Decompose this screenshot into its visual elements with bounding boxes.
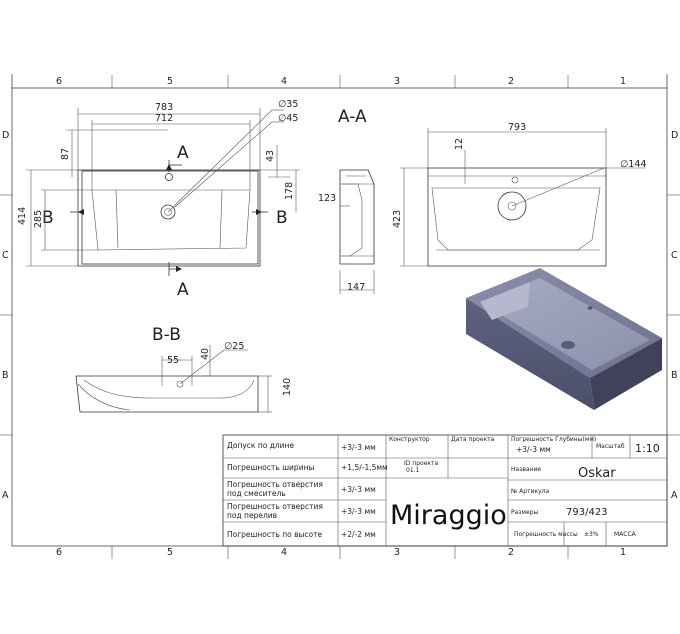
article-label: № Артикула: [511, 488, 549, 495]
depth-tol-label: Погрешность Глубины(мм): [511, 436, 596, 443]
grid-row-label: C: [671, 250, 678, 261]
grid-row-label: A: [671, 490, 678, 501]
grid-row-label: B: [671, 370, 678, 381]
grid-col-label: 1: [620, 76, 626, 87]
front-outline: [427, 167, 607, 267]
designer-label: Конструктор: [389, 436, 430, 443]
dim-140: 140: [282, 378, 293, 396]
dim-783: 783: [155, 102, 173, 113]
tol-mixer-value: +3/-3 мм: [341, 485, 376, 494]
section-bb-title: B-B: [152, 325, 181, 345]
dim-712: 712: [155, 113, 173, 124]
dim-285: 285: [33, 210, 44, 228]
section-aa-title: A-A: [338, 107, 367, 127]
grid-column-labels-bottom: 6 5 4 3 2 1: [56, 547, 626, 558]
dim-12: 12: [454, 138, 465, 150]
project-id-label: ID проекта: [404, 460, 439, 467]
basin-outline: [77, 169, 261, 267]
grid-col-label: 2: [508, 76, 514, 87]
size-label: Размеры: [511, 509, 539, 516]
dim-87: 87: [60, 148, 71, 160]
size-value: 793/423: [566, 507, 608, 518]
name-label: Название: [511, 466, 541, 473]
tol-mixer-label-1: Погрешность отверстия: [227, 480, 323, 489]
section-b-left-label: B: [42, 208, 54, 228]
grid-col-label: 4: [281, 76, 287, 87]
section-b-right-label: B: [276, 208, 288, 228]
tol-width-label: Погрешность ширины: [227, 463, 314, 472]
side-view: A-A 123 147: [318, 107, 375, 294]
dim-147: 147: [347, 282, 365, 293]
depth-tol-value: +3/-3 мм: [516, 445, 551, 454]
grid-col-label: 6: [56, 76, 62, 87]
dim-123: 123: [318, 193, 336, 204]
tol-width-value: +1,5/-1,5мм: [341, 463, 388, 472]
grid-col-label: 5: [167, 547, 173, 558]
section-bb-view: B-B 55 40 ∅25 140: [75, 325, 293, 413]
mass-label: МАССА: [614, 531, 637, 538]
scale-value: 1:10: [635, 442, 660, 455]
project-date-label: Дата проекта: [451, 436, 495, 443]
dim-43: 43: [265, 150, 276, 162]
grid-col-label: 1: [620, 547, 626, 558]
grid-col-label: 3: [394, 547, 400, 558]
dim-423: 423: [392, 210, 403, 228]
section-a-bottom-label: A: [177, 280, 189, 300]
section-aa-view: 793 12 ∅144 423: [392, 122, 646, 267]
grid-row-label: D: [2, 130, 9, 141]
dim-d144: ∅144: [620, 159, 646, 170]
dim-d45: ∅45: [278, 113, 298, 124]
dim-793: 793: [508, 122, 526, 133]
drain-circle: [497, 191, 527, 221]
brand-logo: Miraggio: [390, 500, 507, 531]
mass-tol-label: Погрешность массы: [514, 531, 578, 538]
scale-label: Масштаб: [596, 443, 625, 450]
grid-col-label: 6: [56, 547, 62, 558]
basin-3d-render: [466, 268, 662, 410]
section-a-top-label: A: [177, 143, 189, 163]
dim-414: 414: [17, 207, 28, 225]
grid-col-label: 3: [394, 76, 400, 87]
project-id-value: 01.1: [406, 467, 420, 474]
tol-overflow-value: +3/-3 мм: [341, 507, 376, 516]
grid-row-label: C: [2, 250, 9, 261]
tol-overflow-label-2: под перелив: [227, 511, 277, 520]
drain-hole: [160, 204, 176, 220]
grid-col-label: 2: [508, 547, 514, 558]
bowl-outline: [91, 189, 251, 251]
faucet-hole: [165, 173, 173, 181]
tol-overflow-label-1: Погрешность отверстия: [227, 502, 323, 511]
bb-outline: [75, 375, 259, 413]
tol-length-label: Допуск по длине: [227, 441, 294, 450]
tol-mixer-label-2: под смеситель: [227, 489, 286, 498]
dim-d35: ∅35: [278, 99, 298, 110]
grid-row-label: B: [2, 370, 9, 381]
dim-40: 40: [200, 348, 211, 360]
dim-d25: ∅25: [224, 341, 244, 352]
grid-column-labels-top: 6 5 4 3 2 1: [56, 76, 626, 87]
grid-col-label: 5: [167, 76, 173, 87]
top-view: B B A A 783 712 ∅35 ∅45 87 414: [17, 99, 300, 300]
grid-row-labels: D C B A D C B A: [2, 130, 678, 501]
grid-row-label: A: [2, 490, 9, 501]
tol-height-label: Погрешность по высоте: [227, 530, 322, 539]
grid-col-label: 4: [281, 547, 287, 558]
title-block: Допуск по длине +3/-3 мм Погрешность шир…: [222, 434, 668, 547]
tol-height-value: +2/-2 мм: [341, 530, 376, 539]
tol-length-value: +3/-3 мм: [341, 443, 376, 452]
dim-55: 55: [167, 355, 179, 366]
dim-178: 178: [284, 182, 295, 200]
mass-tol-value: ±3%: [584, 531, 599, 538]
side-profile-outline: [339, 169, 375, 265]
grid-row-label: D: [671, 130, 678, 141]
product-name: Oskar: [578, 466, 616, 481]
